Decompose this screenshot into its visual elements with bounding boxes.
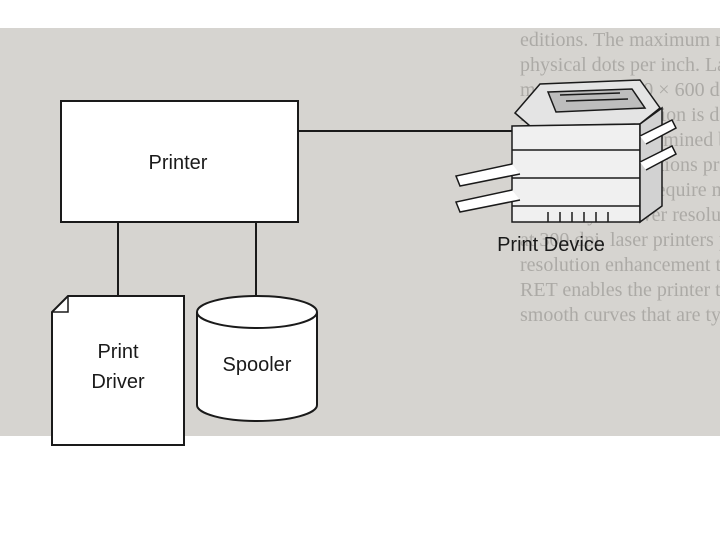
background-text-line: at 300 dpi, laser printers produce highe…	[520, 229, 720, 251]
printer-label: Printer	[149, 152, 208, 174]
print-device-label: Print Device	[497, 234, 605, 256]
background-text-line: smooth curves that are typical of the ou…	[520, 304, 720, 326]
background-text-line: editions. The maximum resolution that a …	[520, 29, 720, 51]
print-driver-label-line2: Driver	[91, 371, 145, 393]
printer-box	[60, 100, 299, 223]
print-device-icon	[454, 79, 677, 224]
spooler-cylinder	[196, 295, 318, 422]
background-text-line: resolution enhancement technology (RET)	[520, 254, 720, 276]
spooler-label: Spooler	[223, 354, 292, 376]
print-driver-document	[51, 295, 185, 446]
print-driver-label-line1: Print	[97, 341, 139, 363]
background-text-line: physical dots per inch. Laser printer re…	[520, 54, 720, 76]
background-text-line: RET enables the printer to insert smalle…	[520, 279, 720, 301]
